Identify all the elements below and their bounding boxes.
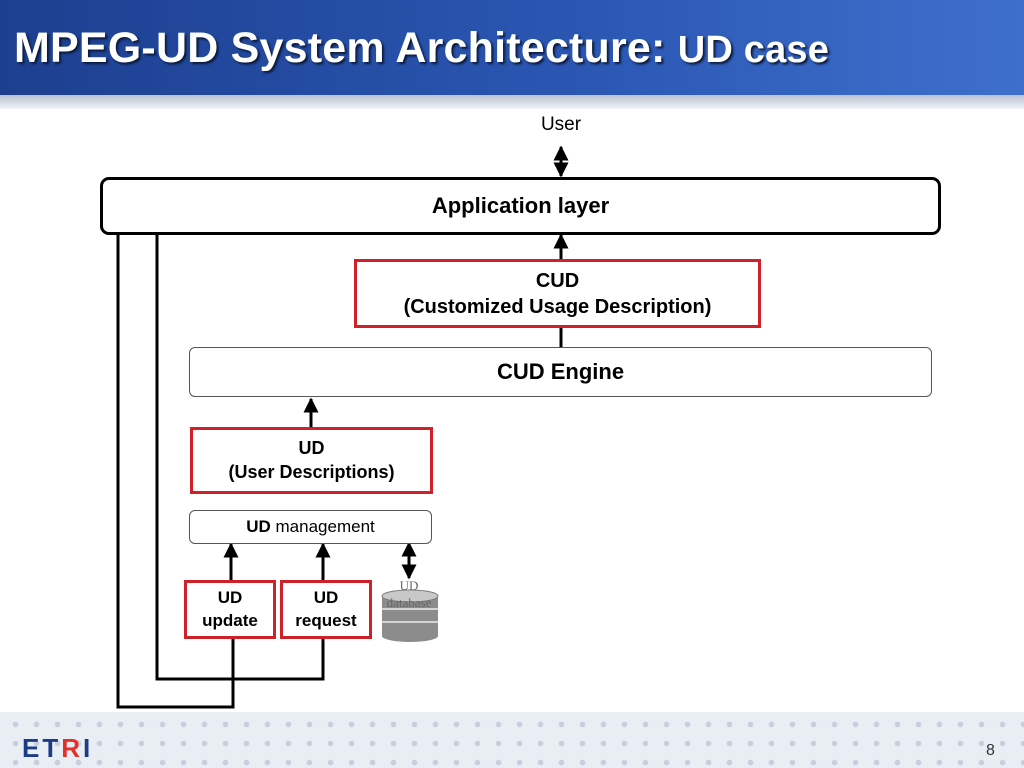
page-number: 8 bbox=[986, 742, 995, 759]
request-loop-line bbox=[155, 234, 325, 681]
cud-label: CUD bbox=[535, 269, 580, 292]
logo-text-accent: R bbox=[61, 733, 84, 763]
application-layer-box: Application layer bbox=[100, 177, 941, 235]
ud-request-label: UD bbox=[313, 588, 339, 608]
ud-request-box: UD request bbox=[280, 580, 372, 639]
etri-logo: ETRI bbox=[22, 733, 93, 764]
logo-text-end: I bbox=[83, 733, 94, 763]
title-bar bbox=[0, 0, 1024, 95]
cud-description: (Customized Usage Description) bbox=[403, 295, 712, 318]
cud-engine-box: CUD Engine bbox=[189, 347, 932, 397]
user-label: User bbox=[540, 114, 582, 135]
slide-title-main: MPEG-UD System Architecture: bbox=[14, 24, 666, 72]
ud-box: UD (User Descriptions) bbox=[190, 427, 433, 494]
ud-update-label: UD bbox=[217, 588, 243, 608]
ud-database-line1: UD bbox=[399, 578, 419, 593]
cud-box: CUD (Customized Usage Description) bbox=[354, 259, 761, 328]
cud-engine-label: CUD Engine bbox=[496, 358, 625, 384]
ud-management-box: UD management bbox=[189, 510, 432, 544]
title-bar-rule bbox=[0, 95, 1024, 109]
footer-band bbox=[0, 712, 1024, 768]
ud-request-sub: request bbox=[295, 610, 357, 630]
ud-update-box: UD update bbox=[184, 580, 276, 639]
ud-description: (User Descriptions) bbox=[228, 461, 395, 482]
database-icon bbox=[381, 589, 439, 642]
ud-label: UD bbox=[298, 438, 325, 459]
ud-management-rest: management bbox=[270, 516, 375, 536]
ud-management-label: UD management bbox=[246, 516, 375, 538]
ud-update-sub: update bbox=[202, 610, 258, 630]
ud-database-label: UD database bbox=[376, 578, 442, 612]
update-loop-line bbox=[116, 234, 235, 709]
application-layer-label: Application layer bbox=[431, 192, 610, 218]
slide-title-suffix: UD case bbox=[677, 29, 830, 71]
slide-title: MPEG-UD System Architecture: UD case bbox=[14, 24, 829, 73]
ud-database-line2: database bbox=[386, 594, 432, 610]
logo-text-main: ET bbox=[22, 733, 62, 763]
ud-management-bold: UD bbox=[246, 516, 271, 536]
